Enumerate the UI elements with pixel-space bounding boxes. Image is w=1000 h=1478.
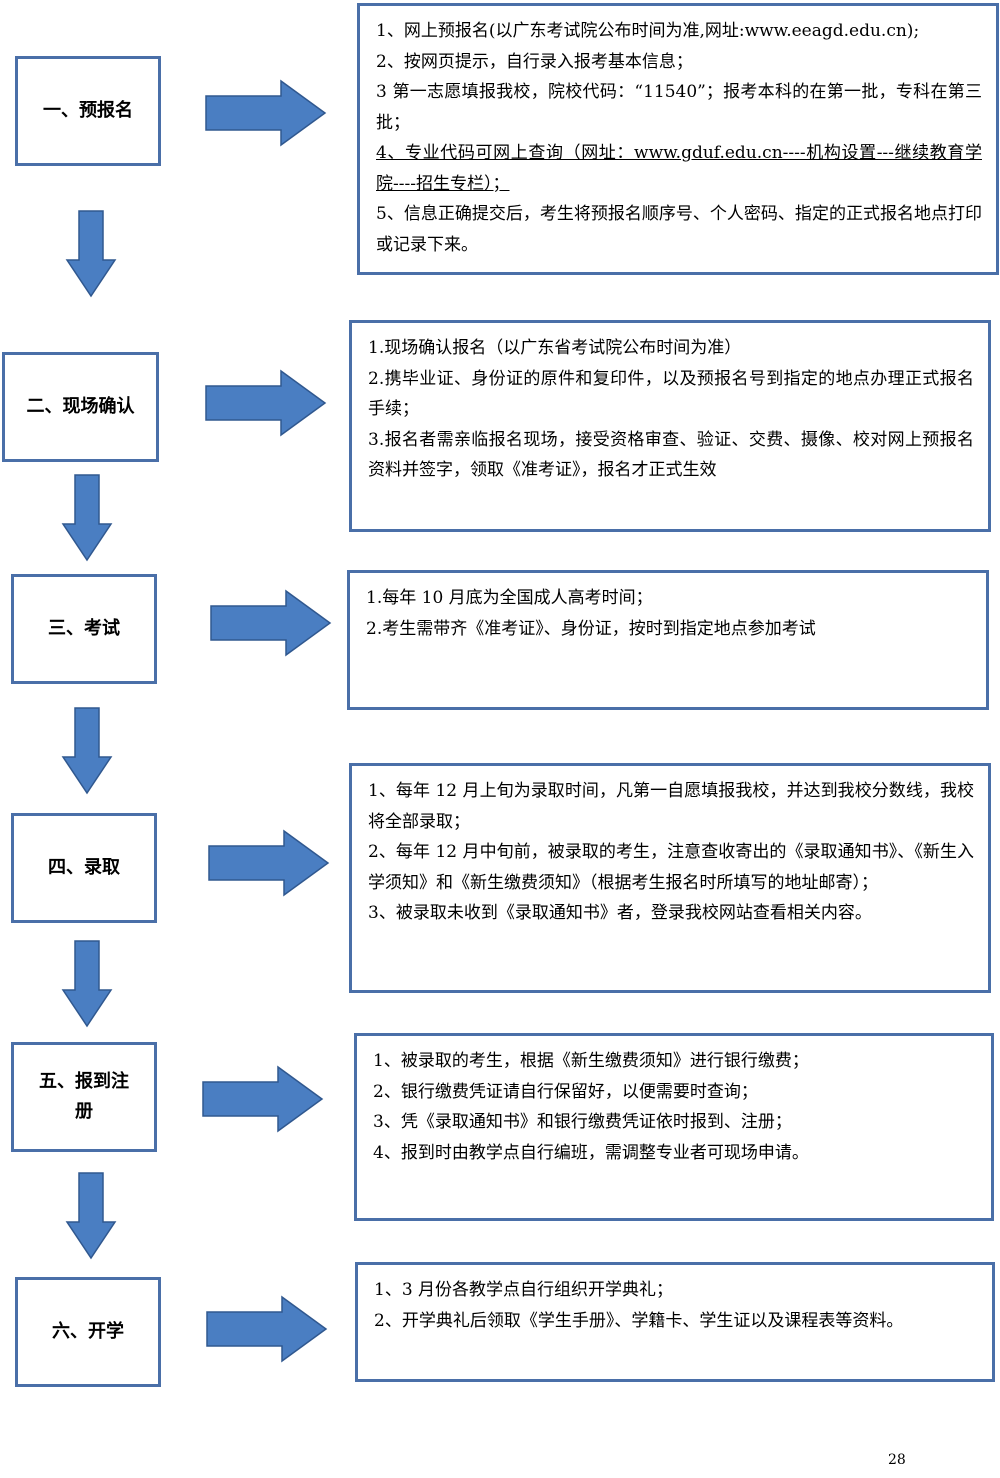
step-title-6: 六、开学 [52,1321,124,1342]
down-arrow-icon [61,474,113,562]
detail-box-6: 1、3 月份各教学点自行组织开学典礼； 2、开学典礼后领取《学生手册》、学籍卡、… [355,1262,995,1382]
detail-line-link: 4、专业代码可网上查询（网址：www.gduf.edu.cn----机构设置--… [376,143,982,194]
down-arrow-icon [65,210,117,298]
detail-line: 1、被录取的考生，根据《新生缴费须知》进行银行缴费； [373,1051,809,1071]
detail-line: 2.考生需带齐《准考证》、身份证，按时到指定地点参加考试 [366,618,816,639]
detail-line: 2、开学典礼后领取《学生手册》、学籍卡、学生证以及课程表等资料。 [374,1310,904,1331]
down-arrow-icon [61,940,113,1028]
detail-line: 3 第一志愿填报我校，院校代码：“11540”；报考本科的在第一批，专科在第三批… [376,82,982,133]
detail-line: 1、网上预报名(以广东考试院公布时间为准,网址:www.eeagd.edu.cn… [376,21,920,41]
detail-line: 1、每年 12 月上旬为录取时间，凡第一自愿填报我校，并达到我校分数线，我校将全… [368,781,974,832]
detail-line: 2、银行缴费凭证请自行保留好，以便需要时查询； [373,1081,758,1102]
page-number: 28 [888,1452,906,1468]
detail-line: 4、报到时由教学点自行编班，需调整专业者可现场申请。 [373,1142,809,1163]
right-arrow-icon [202,1065,324,1133]
detail-box-2: 1.现场确认报名（以广东省考试院公布时间为准） 2.携毕业证、身份证的原件和复印… [349,320,991,532]
detail-box-3: 1.每年 10 月底为全国成人高考时间； 2.考生需带齐《准考证》、身份证，按时… [347,570,989,710]
detail-line: 1.现场确认报名（以广东省考试院公布时间为准） [368,338,742,358]
detail-line: 3.报名者需亲临报名现场，接受资格审查、验证、交费、摄像、校对网上预报名资料并签… [368,429,974,481]
right-arrow-icon [206,1295,328,1363]
step-title-4: 四、录取 [48,857,120,878]
right-arrow-icon [205,369,327,437]
right-arrow-icon [210,589,332,657]
down-arrow-icon [61,707,113,795]
step-title-3: 三、考试 [48,618,120,639]
detail-box-5: 1、被录取的考生，根据《新生缴费须知》进行银行缴费； 2、银行缴费凭证请自行保留… [354,1033,994,1221]
right-arrow-icon [205,79,327,147]
step-box-1: 一、预报名 [15,56,161,166]
detail-line: 1、3 月份各教学点自行组织开学典礼； [374,1280,674,1300]
detail-box-1: 1、网上预报名(以广东考试院公布时间为准,网址:www.eeagd.edu.cn… [357,3,999,275]
detail-line: 5、信息正确提交后，考生将预报名顺序号、个人密码、指定的正式报名地点打印或记录下… [376,204,982,255]
detail-line: 2.携毕业证、身份证的原件和复印件，以及预报名号到指定的地点办理正式报名手续； [368,368,974,420]
step-box-3: 三、考试 [11,574,157,684]
step-title-1: 一、预报名 [43,100,133,121]
step-title-5: 五、报到注册 [39,1071,129,1122]
detail-line: 3、凭《录取通知书》和银行缴费凭证依时报到、注册； [373,1112,792,1132]
detail-line: 3、被录取未收到《录取通知书》者，登录我校网站查看相关内容。 [368,903,872,923]
right-arrow-icon [208,829,330,897]
step-box-2: 二、现场确认 [2,352,159,462]
detail-line: 2、每年 12 月中旬前，被录取的考生，注意查收寄出的《录取通知书》、《新生入学… [368,842,974,893]
detail-box-4: 1、每年 12 月上旬为录取时间，凡第一自愿填报我校，并达到我校分数线，我校将全… [349,763,991,993]
step-title-2: 二、现场确认 [26,396,135,417]
down-arrow-icon [65,1172,117,1260]
step-box-6: 六、开学 [15,1277,161,1387]
detail-line: 1.每年 10 月底为全国成人高考时间； [366,588,653,608]
step-box-5: 五、报到注册 [11,1042,157,1152]
step-box-4: 四、录取 [11,813,157,923]
detail-line: 2、按网页提示，自行录入报考基本信息； [376,51,693,72]
